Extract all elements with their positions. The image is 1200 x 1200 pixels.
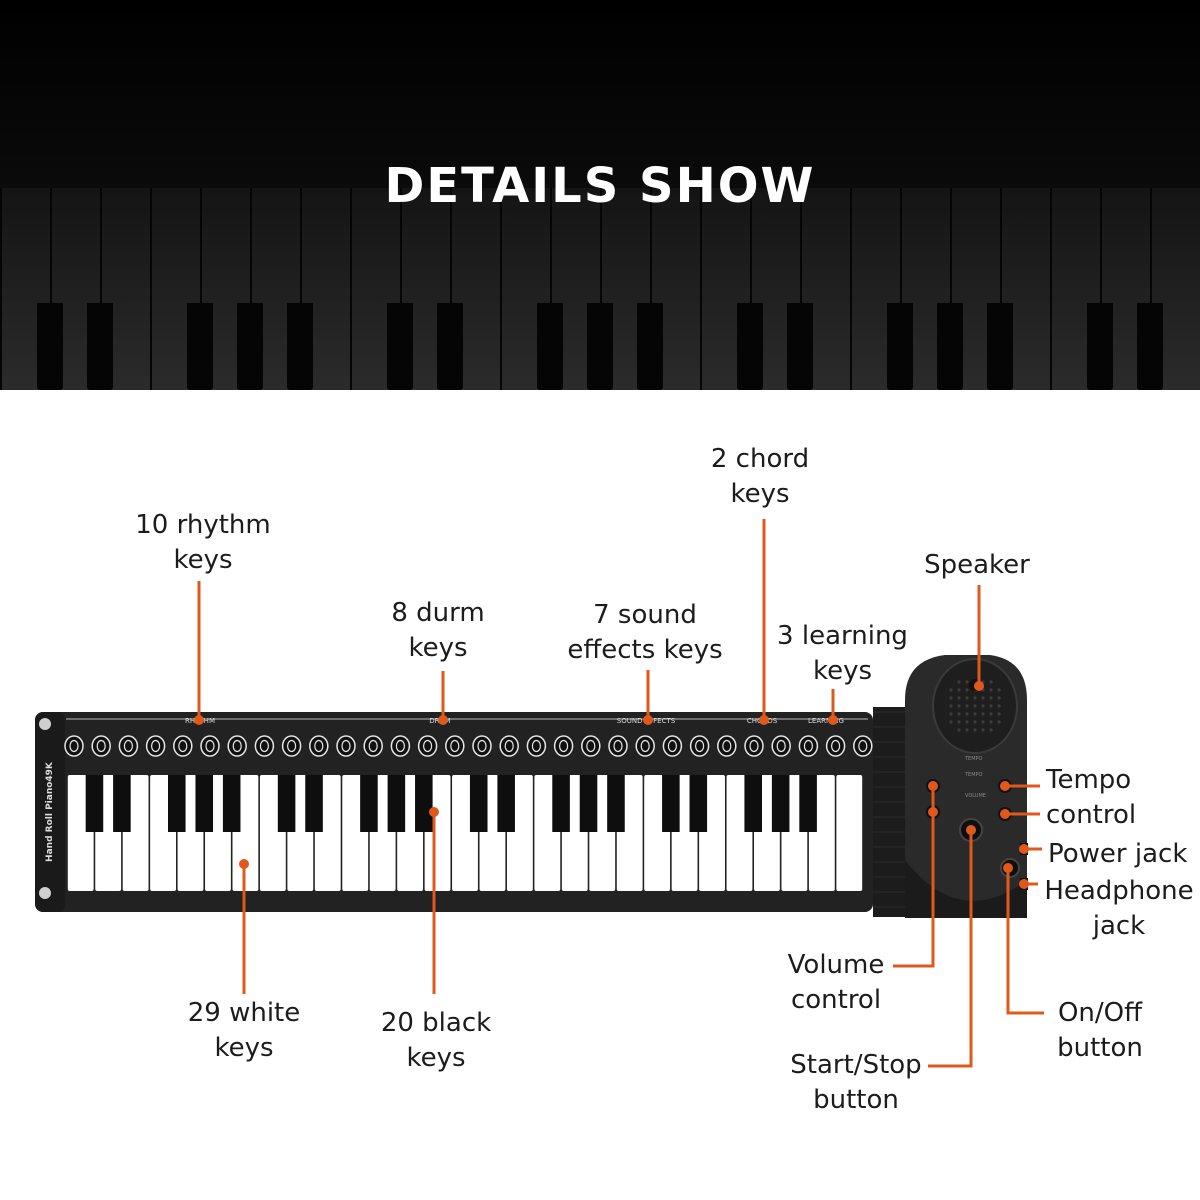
function-key[interactable] [445,735,465,757]
function-key[interactable] [281,735,302,757]
function-key[interactable] [390,735,411,757]
black-key[interactable] [305,775,323,832]
function-key[interactable] [336,735,356,757]
function-key[interactable] [417,735,438,757]
left-bottom-dot [39,887,51,899]
callout-dots [194,681,1029,889]
function-key[interactable] [145,735,166,757]
function-key[interactable] [173,735,193,757]
banner-black-key [987,303,1013,390]
black-key[interactable] [222,775,241,832]
function-key[interactable] [200,735,220,757]
banner-black-key [887,303,913,390]
section-label-learning: LEARNING [808,717,844,725]
black-key[interactable] [689,775,708,832]
black-key[interactable] [195,775,214,832]
black-key[interactable] [113,775,131,832]
function-key[interactable] [717,735,737,757]
banner-black-key [1137,303,1163,390]
banner-white-key [1000,188,1050,390]
banner-black-key [737,303,763,390]
black-key[interactable] [744,775,762,832]
function-key[interactable] [662,735,683,757]
callout-speaker: Speaker [924,550,1030,580]
function-key[interactable] [227,735,247,757]
function-key[interactable] [91,735,111,757]
black-key[interactable] [579,775,598,832]
banner-black-key [637,303,663,390]
function-key[interactable] [771,735,791,757]
function-key[interactable] [526,735,547,757]
function-key[interactable] [309,735,329,757]
black-key[interactable] [799,775,817,832]
function-key[interactable] [118,735,139,757]
function-key[interactable] [744,735,764,757]
banner-black-key [937,303,963,390]
function-key[interactable] [254,735,275,757]
function-key[interactable] [581,735,601,757]
function-key[interactable] [553,735,574,757]
banner-black-key [437,303,463,390]
black-key[interactable] [497,775,515,832]
banner-piano-keys [0,188,1200,390]
function-key[interactable] [64,735,84,757]
black-key[interactable] [277,775,296,832]
black-key[interactable] [360,775,378,832]
left-top-dot [39,718,51,730]
function-key[interactable] [689,735,710,757]
function-key[interactable] [825,735,846,757]
callout-power-jack: Power jack [1048,839,1188,869]
banner-black-key [37,303,63,390]
black-key[interactable] [415,775,433,832]
header-banner: DETAILS SHOW [0,0,1200,390]
function-key[interactable] [798,735,819,757]
banner-black-key [187,303,213,390]
function-key[interactable] [472,735,492,757]
black-key[interactable] [387,775,406,832]
banner-black-key [587,303,613,390]
white-key[interactable] [836,775,863,891]
function-key[interactable] [363,735,383,757]
svg-text:VOLUME: VOLUME [965,793,986,799]
banner-black-key [1087,303,1113,390]
banner-title: DETAILS SHOW [384,158,816,214]
function-key[interactable] [499,735,519,757]
function-key[interactable] [608,735,628,757]
black-key[interactable] [469,775,488,832]
black-key[interactable] [552,775,570,832]
callout-lines [197,519,1044,1068]
device-side-text: Hand Roll Piano49K [45,761,55,862]
black-key[interactable] [607,775,625,832]
banner-black-key [787,303,813,390]
svg-text:TEMPO: TEMPO [964,756,983,762]
svg-text:TEMPO: TEMPO [964,772,983,778]
banner-black-key [237,303,263,390]
banner-white-key [100,188,150,390]
black-key[interactable] [771,775,790,832]
banner-black-key [87,303,113,390]
black-key[interactable] [662,775,680,832]
banner-black-key [537,303,563,390]
banner-black-key [287,303,313,390]
black-key[interactable] [168,775,186,832]
function-key[interactable] [853,735,873,757]
function-key[interactable] [635,735,655,757]
banner-black-key [387,303,413,390]
black-key[interactable] [85,775,104,832]
